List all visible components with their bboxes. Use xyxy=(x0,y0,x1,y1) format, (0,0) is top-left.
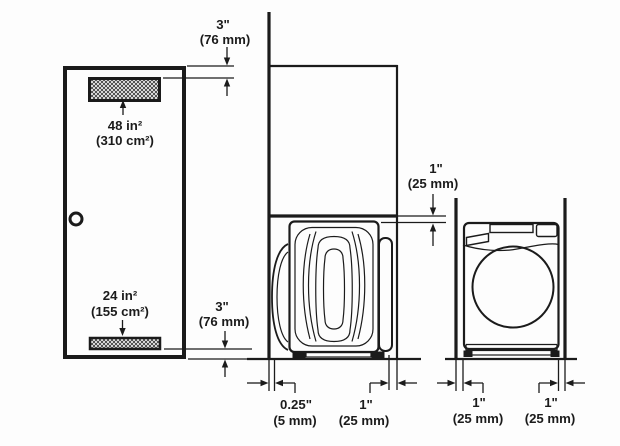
down-arrow-icon xyxy=(221,331,229,349)
dim-top-vent-offset: 3" (76 mm) xyxy=(163,17,250,96)
dim-metric: (76 mm) xyxy=(200,32,251,47)
bottom-vent-area-line2: (155 cm²) xyxy=(91,304,149,319)
closet-side-view xyxy=(247,12,421,361)
side-contour-band xyxy=(294,226,374,347)
control-dial-panel xyxy=(535,223,558,238)
up-arrow-icon xyxy=(221,359,229,377)
dim-metric: (25 mm) xyxy=(339,413,390,428)
control-display-strip xyxy=(489,223,534,234)
detergent-drawer xyxy=(465,232,490,247)
closet-door-front-view: 48 in² (310 cm²) 24 in² (155 cm²) xyxy=(63,66,186,359)
washer-door-bulge xyxy=(271,243,289,351)
dim-bottom-vent-offset: 3" (76 mm) xyxy=(164,299,252,377)
bottom-vent-area-line1: 24 in² xyxy=(103,288,138,303)
washer-foot xyxy=(292,351,306,359)
washer-side-view xyxy=(271,220,393,359)
closet-front-opening xyxy=(445,198,577,361)
left-arrow-icon xyxy=(565,379,585,387)
side-contour-center-outer xyxy=(315,235,353,343)
washer-door-circle xyxy=(471,245,555,329)
up-arrow-icon xyxy=(429,223,437,246)
dim-metric: (76 mm) xyxy=(199,314,250,329)
washer-foot xyxy=(463,350,473,357)
up-arrow-icon xyxy=(223,78,231,96)
washer-base-bar xyxy=(305,351,372,358)
down-arrow-icon xyxy=(429,194,437,216)
dim-value: 0.25" xyxy=(280,397,312,412)
dim-front-clearance: 0.25" (5 mm) xyxy=(247,360,317,428)
bottom-vent-pointer-arrow-icon xyxy=(119,320,126,336)
right-arrow-icon xyxy=(538,379,558,393)
washer-base-bar xyxy=(465,349,558,356)
dim-value: 3" xyxy=(215,299,229,314)
dim-rear-clearance: 1" (25 mm) xyxy=(339,355,417,428)
dim-top-clearance: 1" (25 mm) xyxy=(381,161,458,246)
dim-metric: (25 mm) xyxy=(453,411,504,426)
kick-plate-line xyxy=(465,343,558,350)
closet-door-panel xyxy=(63,66,186,359)
left-arrow-icon xyxy=(397,379,417,387)
dim-metric: (25 mm) xyxy=(525,411,576,426)
washer-front-view xyxy=(462,221,560,357)
side-contour-arc xyxy=(351,231,361,342)
left-arrow-icon xyxy=(275,379,296,393)
side-contour-arc xyxy=(357,233,366,340)
dim-value: 3" xyxy=(216,17,230,32)
door-knob-icon xyxy=(68,211,84,227)
right-arrow-icon xyxy=(437,379,456,387)
bottom-vent-louver xyxy=(88,336,162,351)
panel-trim-curve xyxy=(462,243,559,252)
top-vent-area-line1: 48 in² xyxy=(108,118,143,133)
washer-door-bulge-inner xyxy=(276,251,289,343)
dim-value: 1" xyxy=(544,395,558,410)
left-arrow-icon xyxy=(463,379,484,393)
dim-left-side-clearance: 1" (25 mm) xyxy=(437,360,503,426)
dim-value: 1" xyxy=(472,395,486,410)
side-contour-center-inner xyxy=(322,248,346,330)
top-vent-pointer-arrow-icon xyxy=(119,100,127,115)
side-contour-arc xyxy=(307,231,317,342)
washer-foot xyxy=(371,351,385,359)
side-contour-arc xyxy=(302,233,311,340)
down-arrow-icon xyxy=(223,47,231,66)
top-vent-louver xyxy=(88,77,161,102)
top-vent-area-line2: (310 cm²) xyxy=(96,133,154,148)
washer-foot xyxy=(550,350,560,357)
right-arrow-icon xyxy=(247,379,269,387)
dim-value: 1" xyxy=(359,397,373,412)
washer-front-body xyxy=(462,221,560,351)
washer-rear-panel-bump xyxy=(378,237,393,352)
dim-value: 1" xyxy=(429,161,443,176)
dim-metric: (5 mm) xyxy=(273,413,316,428)
dim-metric: (25 mm) xyxy=(408,176,459,191)
dim-right-side-clearance: 1" (25 mm) xyxy=(525,360,585,426)
right-arrow-icon xyxy=(369,379,389,393)
